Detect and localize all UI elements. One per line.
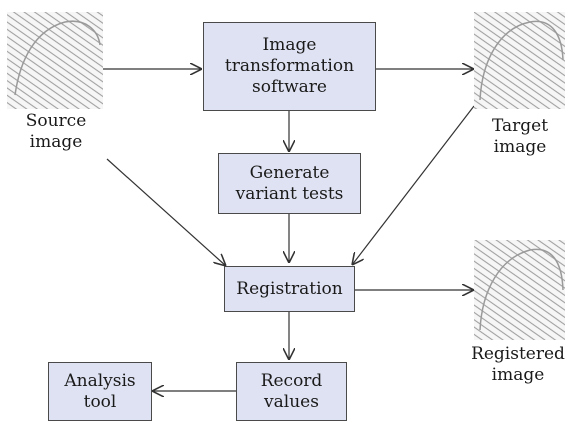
transform-software-label: Image transformation software	[224, 35, 355, 97]
analysis-tool-label: Analysis tool	[64, 370, 136, 412]
registered-fingerprint-icon	[474, 240, 565, 340]
generate-variant-tests-label: Generate variant tests	[235, 162, 344, 204]
registration-box: Registration	[224, 266, 355, 312]
generate-variant-tests-box: Generate variant tests	[218, 153, 361, 214]
source-image-caption: Source image	[25, 111, 87, 152]
registered-image-caption: Registered image	[471, 344, 565, 385]
registration-label: Registration	[236, 278, 343, 299]
arrow-target-to-registration	[352, 105, 475, 265]
record-values-box: Record values	[236, 362, 347, 421]
target-image-caption: Target image	[491, 116, 549, 157]
record-values-label: Record values	[260, 370, 323, 412]
analysis-tool-box: Analysis tool	[48, 362, 152, 421]
transform-software-box: Image transformation software	[203, 22, 376, 111]
target-fingerprint-icon	[474, 12, 565, 109]
source-fingerprint-icon	[7, 12, 103, 109]
arrow-source-to-registration	[106, 158, 226, 266]
